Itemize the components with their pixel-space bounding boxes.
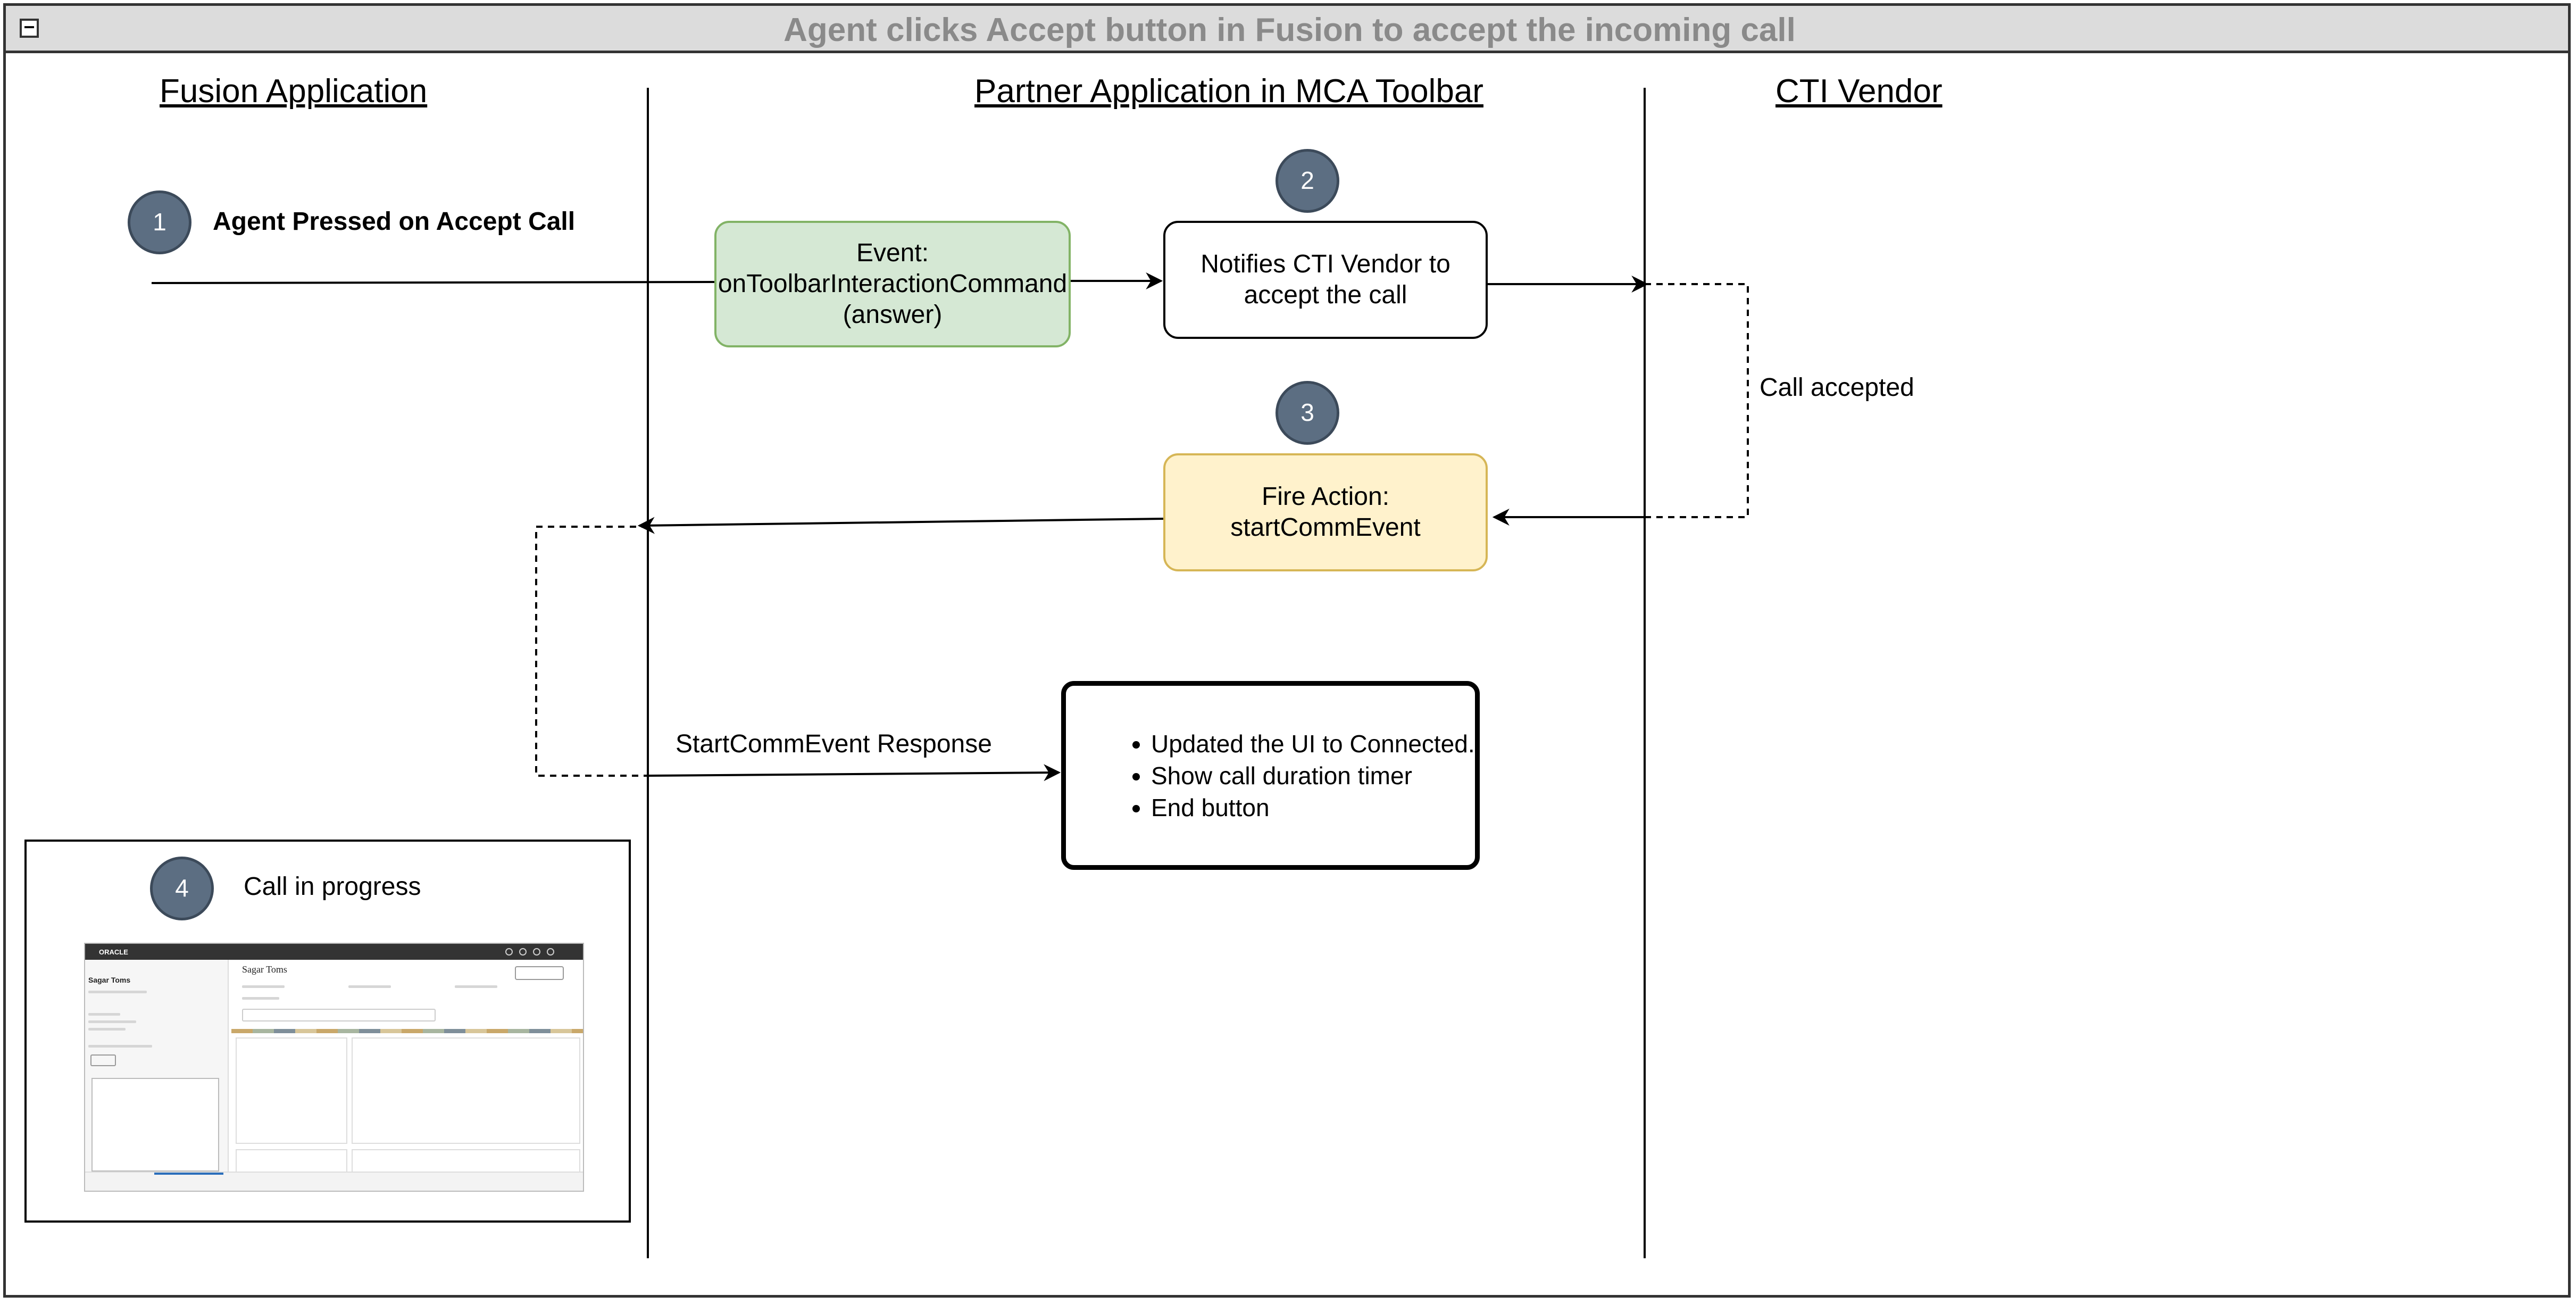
ui-update-item: Updated the UI to Connected. — [1151, 728, 1475, 760]
mini-settings-icon — [519, 948, 527, 956]
connector-fusion-response-loop — [535, 526, 648, 777]
mini-contact-heading: Sagar Toms — [242, 964, 287, 975]
fire-box-line-1: Fire Action: — [1261, 483, 1390, 511]
event-box: Event: onToolbarInteractionCommand (answ… — [714, 221, 1071, 347]
connector-fire-to-fusion — [637, 517, 1164, 534]
mini-card-additional — [236, 1037, 347, 1144]
call-accepted-label: Call accepted — [1760, 373, 1914, 402]
mini-call-panel: Sagar Toms — [85, 960, 229, 1175]
lane-divider-partner-cti — [1644, 88, 1646, 1258]
mini-user-icon — [547, 948, 554, 956]
startcommevent-response-label: StartCommEvent Response — [676, 730, 992, 758]
notify-box-line-2: accept the call — [1244, 281, 1407, 309]
mini-top-bar: ORACLE — [85, 944, 583, 960]
mini-contact-name: Sagar Toms — [88, 976, 131, 984]
mini-contact-main: Sagar Toms — [231, 960, 583, 1181]
mini-home-icon — [505, 948, 513, 956]
mini-search-field — [242, 1009, 436, 1021]
call-in-progress-label: Call in progress — [244, 873, 421, 901]
mini-active-tab — [154, 1173, 223, 1175]
connector-agent-to-event — [151, 281, 715, 284]
mini-phone-icon — [533, 948, 540, 956]
notify-box-line-1: Notifies CTI Vendor to — [1201, 250, 1450, 278]
ui-update-box: Updated the UI to Connected. Show call d… — [1061, 681, 1480, 870]
event-box-line-1: Event: — [856, 239, 929, 267]
fire-action-box: Fire Action: startCommEvent — [1163, 453, 1488, 571]
collapse-icon[interactable]: − — [20, 18, 39, 38]
connector-cti-call-accepted-loop — [1645, 283, 1749, 518]
step-4-badge: 4 — [150, 857, 214, 920]
fusion-call-screenshot: ORACLE Sagar Toms Sagar Toms — [84, 943, 584, 1192]
mini-verify-button — [90, 1054, 116, 1066]
ui-update-item: End button — [1151, 792, 1475, 824]
mini-card-service — [352, 1037, 580, 1144]
mini-decor-stripe — [231, 1029, 583, 1033]
mini-bottom-tabs — [85, 1172, 583, 1191]
title-bar: − Agent clicks Accept button in Fusion t… — [3, 3, 2571, 53]
diagram-title: Agent clicks Accept button in Fusion to … — [783, 12, 1796, 48]
connector-response-to-ui-update — [647, 764, 1061, 782]
step-3-badge: 3 — [1276, 381, 1339, 445]
ui-update-item: Show call duration timer — [1151, 760, 1475, 792]
event-box-line-3: (answer) — [843, 301, 943, 329]
fire-box-line-2: startCommEvent — [1230, 513, 1421, 542]
lane-header-partner: Partner Application in MCA Toolbar — [974, 73, 1483, 110]
mini-notes-area — [91, 1078, 219, 1172]
step-1-badge: 1 — [128, 190, 191, 254]
mini-logo: ORACLE — [99, 948, 128, 956]
lane-divider-fusion-partner — [647, 88, 649, 1258]
lane-header-cti: CTI Vendor — [1775, 73, 1943, 110]
ui-update-list: Updated the UI to Connected. Show call d… — [1066, 728, 1475, 824]
notify-cti-box: Notifies CTI Vendor to accept the call — [1163, 221, 1488, 339]
event-box-line-2: onToolbarInteractionCommand — [718, 270, 1068, 298]
mini-contact-details-button — [515, 966, 564, 980]
lane-header-fusion: Fusion Application — [160, 73, 428, 110]
agent-pressed-label: Agent Pressed on Accept Call — [213, 207, 576, 236]
step-2-badge: 2 — [1276, 149, 1339, 213]
